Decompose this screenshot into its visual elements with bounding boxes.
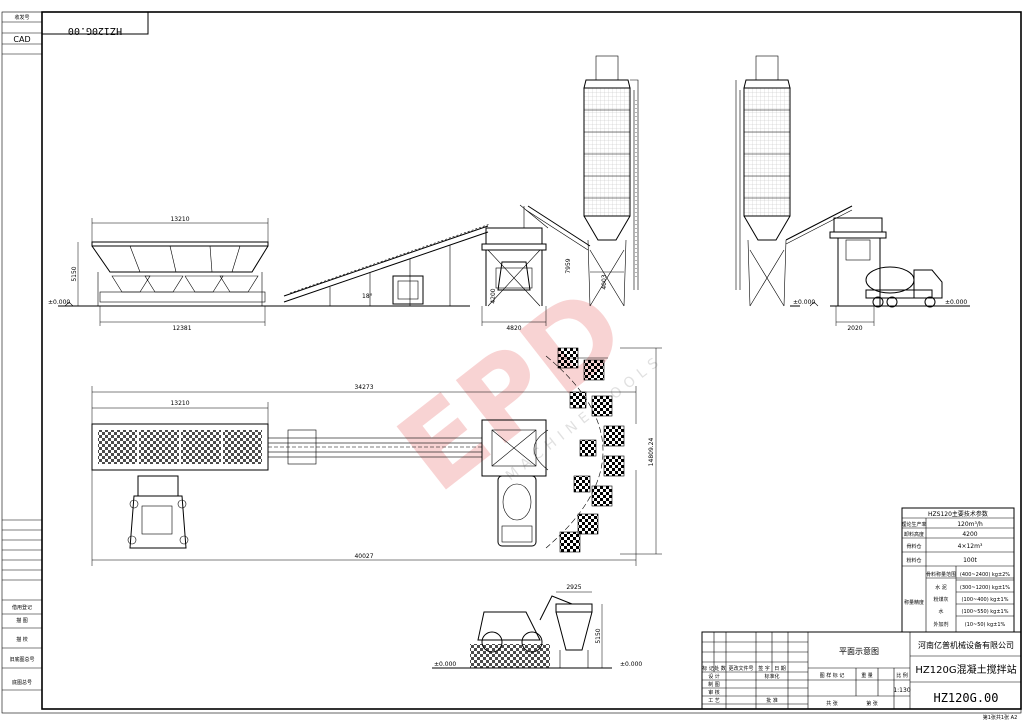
- silo-leg-dim: 4003: [601, 274, 608, 289]
- aggregate-batcher: 13210 12381 5150: [71, 216, 269, 332]
- conveyor-angle: 18°: [362, 293, 373, 300]
- rev-label-5: 日 期: [774, 666, 786, 672]
- plan-total-dim: 40027: [354, 553, 373, 560]
- rev-label-1: 标 记: [702, 665, 714, 672]
- left-title-strip: 收发号 CAD 借用登记 描 图 描 校 旧底图总号 底图总号: [2, 14, 42, 691]
- rev-label-10: 工 艺: [708, 698, 720, 704]
- spec-group-value-4: (100~550) kg±1%: [962, 609, 1009, 615]
- sheet-size-note: 第1张共1张 A2: [983, 714, 1018, 721]
- title-block: 标 记 处 数 更改文件号 签 字 日 期 设 计 标准化 制 图 审 核 工 …: [701, 631, 1022, 721]
- rev-label-7: 标准化: [764, 673, 779, 680]
- side-label-2: 描 图: [16, 617, 28, 624]
- rev-label-6: 设 计: [708, 673, 720, 680]
- stage-label-2: 重 量: [861, 672, 873, 679]
- spec-group-value-1: (400~2400) kg±2%: [960, 572, 1010, 578]
- drawing-number: HZ120G.00: [933, 691, 998, 705]
- company-name: 河南亿普机械设备有限公司: [918, 640, 1014, 650]
- spec-group-label-4: 水: [938, 608, 943, 615]
- spec-group-label: 称量精度: [904, 599, 924, 606]
- side-label-3: 描 校: [16, 636, 28, 643]
- mirrored-drawing-number: HZ120G.00: [68, 25, 122, 36]
- spec-group-value-5: (10~50) kg±1%: [965, 622, 1006, 628]
- mirrored-number-box: HZ120G.00: [41, 11, 149, 36]
- end-width-dim: 2020: [847, 325, 862, 332]
- truck-top-view: [497, 475, 537, 547]
- loader-width-dim: 2925: [566, 584, 581, 591]
- side-label-4: 旧底图总号: [9, 656, 34, 663]
- spec-label-3: 骨料仓: [906, 543, 921, 550]
- plan-overall-dim: 34273: [354, 384, 373, 391]
- spec-value-1: 120m³/h: [957, 521, 983, 528]
- ground-level-label-5: ±0.000: [620, 661, 642, 668]
- side-label-5: 底图总号: [12, 679, 32, 686]
- loader-height-dim: 5150: [595, 628, 602, 643]
- view-name: 平面示意图: [839, 646, 879, 656]
- ground-level-label-3: ±0.000: [945, 299, 967, 306]
- mixer-end-with-truck: 2020: [829, 217, 943, 332]
- spec-value-3: 4×12m³: [958, 543, 983, 550]
- spec-group-value-2: (300~1200) kg±1%: [960, 585, 1010, 591]
- spec-value-2: 4200: [962, 531, 977, 538]
- cement-silo-end: [735, 55, 853, 307]
- sheet-total: 共 张: [826, 700, 838, 707]
- spec-value-4: 100t: [963, 557, 977, 564]
- rev-label-9: 审 核: [708, 689, 720, 696]
- side-elevation: ±0.000 ±0.000 ±0.000 13210: [48, 55, 970, 332]
- spec-group-label-2: 水 泥: [935, 584, 947, 591]
- ground-level-label-2: ±0.000: [793, 299, 815, 306]
- plan-hopper-dim: 13210: [170, 400, 189, 407]
- rev-label-8: 制 图: [708, 681, 720, 688]
- side-label-1: 借用登记: [12, 604, 32, 611]
- loader-top-view: [127, 475, 189, 549]
- hopper-height-dim: 5150: [71, 266, 78, 281]
- spec-label-2: 卸料高度: [904, 531, 924, 538]
- cad-label: CAD: [13, 35, 30, 44]
- discharge-height-dim: 4200: [490, 288, 497, 303]
- spec-group-label-5: 外加剂: [933, 621, 948, 628]
- spec-label-4: 粉料仓: [906, 557, 921, 564]
- mixer-tower: 4820 4200: [481, 204, 549, 332]
- spec-group-label-3: 粉煤灰: [933, 596, 948, 603]
- scale-value: 1:130: [893, 687, 910, 694]
- plan-view: 34273 13210: [91, 347, 662, 566]
- drawing-no-label: 收发号: [14, 14, 29, 21]
- spec-title: HZS120主要技术参数: [928, 510, 988, 518]
- inclined-belt-conveyor: 18°: [283, 223, 491, 306]
- rev-label-2: 处 数: [714, 665, 726, 672]
- product-name: HZ120G混凝土搅拌站: [915, 663, 1016, 676]
- ground-level-label: ±0.000: [48, 299, 70, 306]
- rev-label-4: 签 字: [758, 665, 770, 672]
- mixer-width-dim: 4820: [506, 325, 521, 332]
- sheet-current: 第 张: [866, 700, 878, 707]
- silo-cone-dim: 7959: [565, 258, 572, 273]
- revision-grid: 标 记 处 数 更改文件号 签 字 日 期 设 计 标准化 制 图 审 核 工 …: [702, 632, 809, 709]
- stage-label-3: 比 例: [896, 672, 908, 679]
- plan-silos: 14809.24: [533, 347, 662, 555]
- rev-label-11: 批 准: [766, 697, 778, 704]
- plan-height-dim: 14809.24: [648, 438, 655, 467]
- spec-group-value-3: (100~400) kg±1%: [962, 597, 1009, 603]
- hopper-length-dim: 13210: [170, 216, 189, 223]
- sheet-frame: [1, 11, 1022, 714]
- stage-label-1: 图 样 标 记: [820, 672, 845, 679]
- spec-table: HZS120主要技术参数 理论生产率 120m³/h 卸料高度 4200 骨料仓…: [901, 507, 1015, 633]
- spec-label-1: 理论生产率: [901, 521, 926, 528]
- side-rows: 借用登记 描 图 描 校 旧底图总号 底图总号: [2, 519, 42, 691]
- hopper-base-dim: 12381: [172, 325, 191, 332]
- spec-group-label-1: 骨料称量范围: [926, 571, 956, 578]
- loader-elevation: ±0.000 ±0.000 2925 5150: [432, 584, 642, 669]
- ground-level-label-4: ±0.000: [434, 661, 456, 668]
- rev-label-3: 更改文件号: [728, 665, 753, 672]
- cement-silo-side: 7959 4003: [565, 55, 639, 307]
